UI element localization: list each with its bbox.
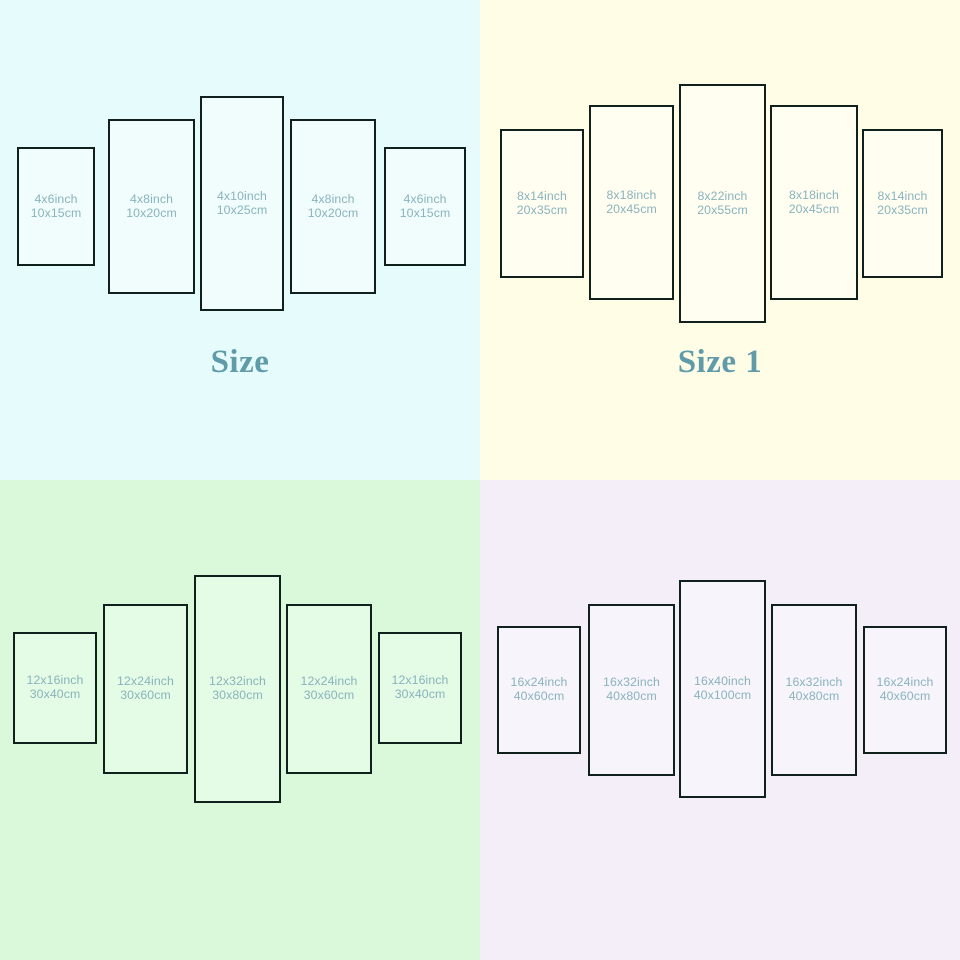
panel-size-inch: 16x24inch (510, 675, 568, 690)
panel-size-inch: 8x18inch (788, 187, 839, 202)
panel-size-inch: 16x24inch (876, 675, 934, 690)
panel-size-inch: 12x16inch (391, 673, 449, 688)
panel-size-cm: 20x45cm (788, 201, 840, 216)
panel-size-cm: 10x25cm (216, 202, 268, 217)
panel-size-inch: 4x8inch (311, 191, 355, 206)
panel-size-inch: 8x22inch (697, 188, 748, 203)
panel-size-inch: 16x32inch (603, 675, 660, 690)
panel-size-inch: 8x14inch (877, 188, 928, 203)
panel-size-cm: 30x80cm (212, 688, 263, 702)
panel-size-cm: 10x20cm (126, 205, 177, 220)
panel-size-cm: 30x60cm (303, 688, 355, 702)
panel-size-inch: 4x6inch (34, 191, 78, 206)
panel-size-inch: 4x8inch (129, 191, 174, 206)
panel-size-inch: 16x40inch (694, 674, 751, 689)
panel-size-cm: 40x60cm (513, 689, 565, 703)
panel-size-cm: 40x80cm (788, 689, 840, 703)
panel-size-cm: 30x60cm (120, 688, 171, 702)
panel-size-cm: 30x40cm (394, 687, 446, 701)
quadrant-title-size-1: Size 1 (677, 344, 763, 380)
panel-size-cm: 10x15cm (30, 205, 82, 220)
panel-size-cm: 20x35cm (516, 202, 568, 217)
panel-size-inch: 12x32inch (209, 674, 266, 689)
panel-size-cm: 20x35cm (877, 202, 928, 217)
panel-size-inch: 16x32inch (785, 675, 843, 690)
panel-size-inch: 12x16inch (26, 673, 84, 688)
panel-size-cm: 40x60cm (879, 689, 931, 703)
panel-size-inch: 4x6inch (403, 191, 447, 206)
panel-size-cm: 10x15cm (399, 205, 451, 220)
panel-size-inch: 8x14inch (516, 188, 567, 203)
panel-size-cm: 20x45cm (606, 201, 657, 216)
panel-size-cm: 20x55cm (697, 202, 748, 217)
panel-size-inch: 8x18inch (606, 187, 657, 202)
panel-size-inch: 12x24inch (117, 674, 174, 689)
panel-size-cm: 40x80cm (606, 689, 657, 703)
quadrant-title-size: Size (210, 344, 270, 380)
panel-size-cm: 40x100cm (693, 688, 752, 702)
panel-size-cm: 10x20cm (307, 205, 359, 220)
panel-size-inch: 4x10inch (216, 188, 267, 203)
panel-size-cm: 30x40cm (29, 687, 81, 701)
panel-size-inch: 12x24inch (300, 674, 358, 689)
